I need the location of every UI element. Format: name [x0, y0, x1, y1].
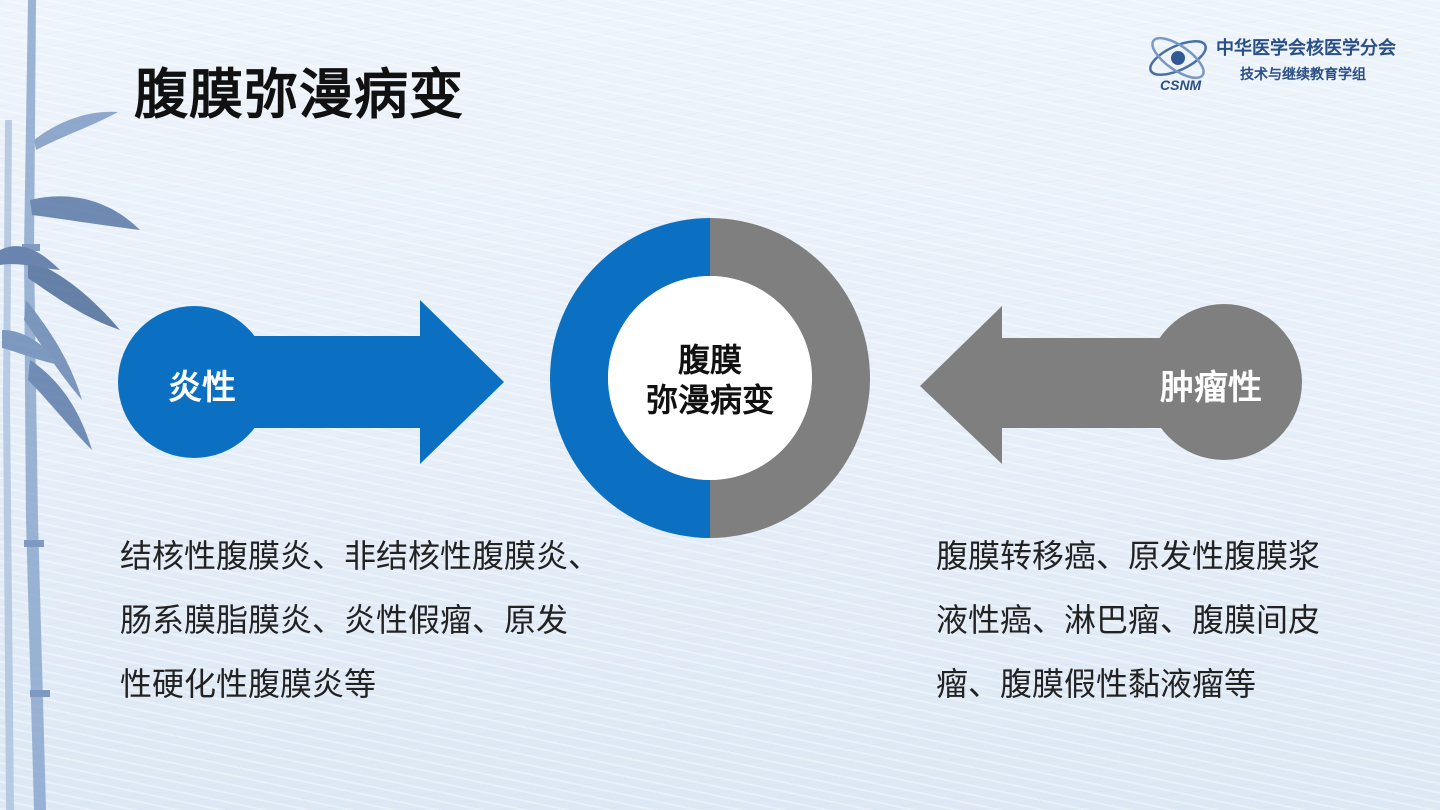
neoplastic-desc-line: 腹膜转移癌、原发性腹膜浆: [936, 537, 1321, 575]
inflammatory-arrow: [118, 300, 504, 464]
page-title: 腹膜弥漫病变: [134, 63, 464, 126]
inflammatory-desc-line: 性硬化性腹膜炎等: [120, 665, 377, 703]
donut-left-half: [550, 218, 710, 538]
neoplastic-description: 腹膜转移癌、原发性腹膜浆 液性癌、淋巴瘤、腹膜间皮 瘤、腹膜假性黏液瘤等: [936, 524, 1320, 716]
center-donut: [550, 218, 870, 538]
inflammatory-description: 结核性腹膜炎、非结核性腹膜炎、 肠系膜脂膜炎、炎性假瘤、原发 性硬化性腹膜炎等: [120, 524, 600, 716]
svg-text:CSNM: CSNM: [1160, 77, 1202, 93]
donut-line2: 弥漫病变: [645, 381, 774, 419]
atom-logo-icon: CSNM: [1149, 36, 1207, 93]
logo-group-name: 技术与继续教育学组: [1240, 67, 1366, 83]
neoplastic-label: 肿瘤性: [1160, 368, 1262, 408]
bamboo-decoration: [0, 0, 140, 810]
neoplastic-desc-line: 瘤、腹膜假性黏液瘤等: [936, 665, 1257, 703]
neoplastic-desc-line: 液性癌、淋巴瘤、腹膜间皮: [936, 601, 1321, 639]
neoplastic-arrow: [920, 304, 1302, 464]
society-logo: CSNM 中华医学会核医学分会 技术与继续教育学组: [1142, 28, 1422, 98]
inflammatory-label: 炎性: [168, 368, 236, 408]
logo-society-name: 中华医学会核医学分会: [1216, 38, 1396, 59]
donut-right-half: [710, 218, 870, 538]
inflammatory-desc-line: 肠系膜脂膜炎、炎性假瘤、原发: [120, 601, 569, 639]
inflammatory-desc-line: 结核性腹膜炎、非结核性腹膜炎、: [120, 537, 601, 575]
donut-center-text: 腹膜 弥漫病变: [600, 340, 820, 420]
donut-line1: 腹膜: [677, 341, 742, 379]
